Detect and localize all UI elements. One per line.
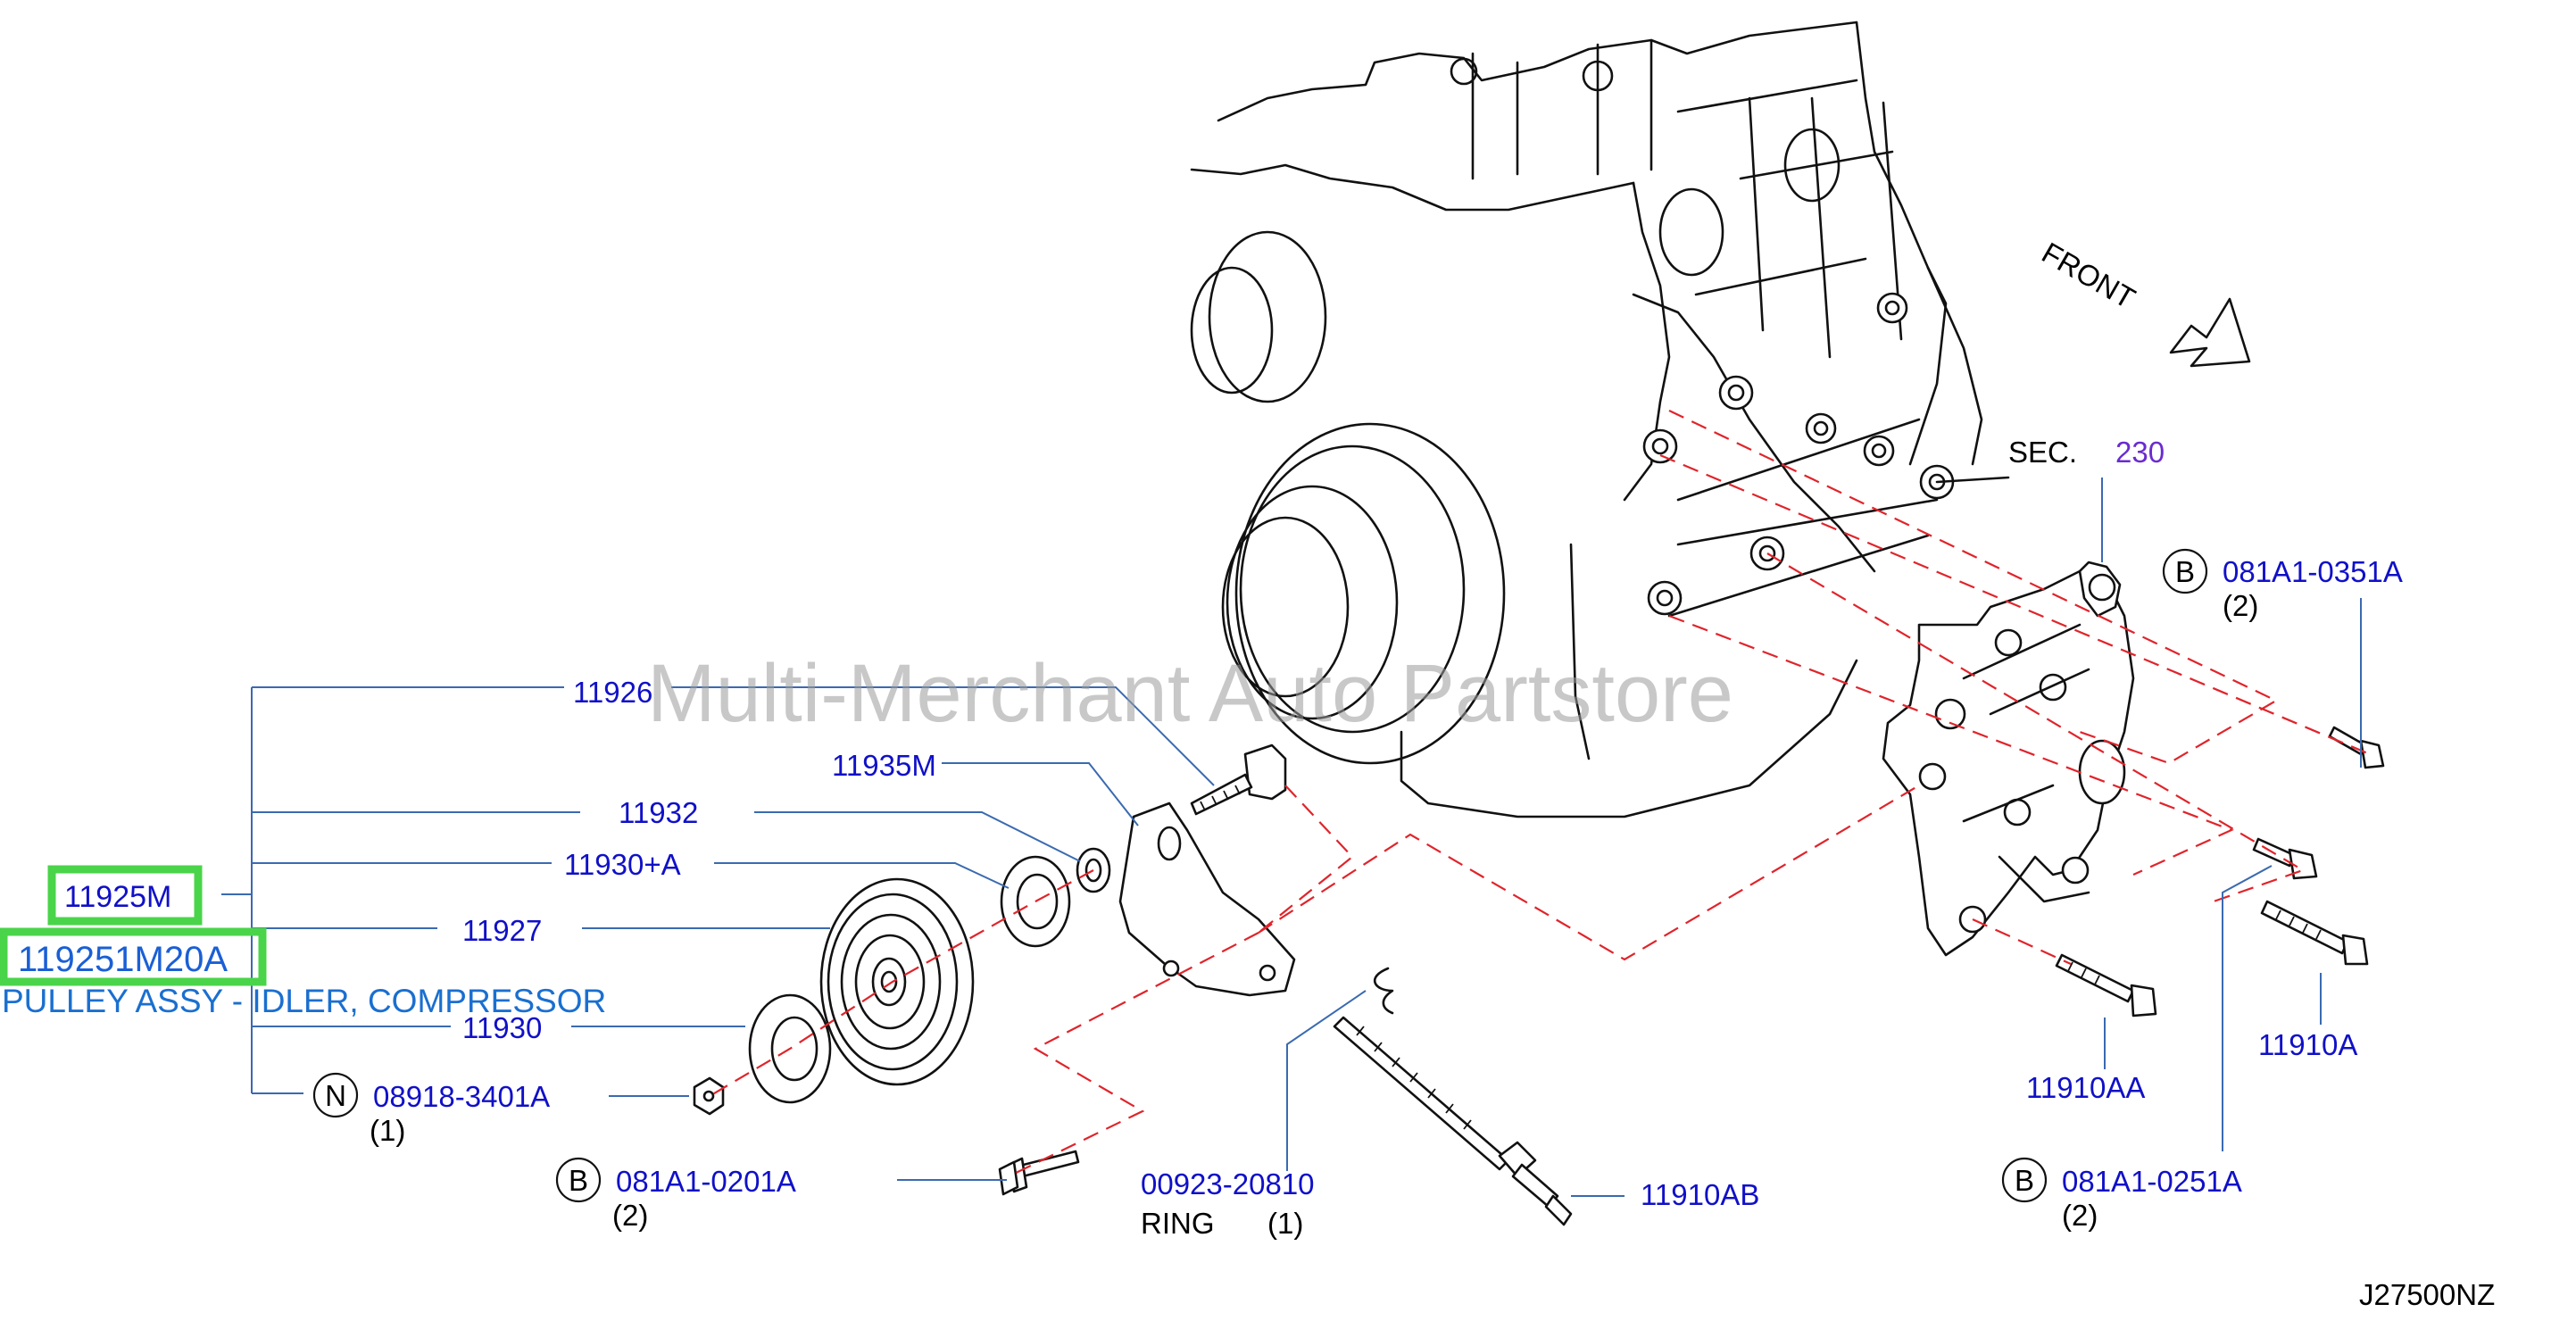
assembly-code[interactable]: 11925M [64, 880, 171, 914]
section-prefix: SEC. [2008, 436, 2077, 469]
diagram-id: J27500NZ [2359, 1278, 2495, 1311]
callout-11932[interactable]: 11932 [619, 796, 698, 829]
qty-081a1-0251a: (2) [2062, 1199, 2098, 1232]
idler-pulley-11927-drawing [819, 877, 975, 1086]
callout-11930a[interactable]: 11930+A [564, 848, 681, 881]
qty-ring: (1) [1267, 1207, 1303, 1240]
ring-00923-drawing [1373, 967, 1394, 1015]
section-number-link[interactable]: 230 [2115, 436, 2165, 469]
part-description: PULLEY ASSY - IDLER, COMPRESSOR [2, 983, 606, 1019]
part-number-highlight-box [0, 927, 267, 986]
callout-11935m[interactable]: 11935M [832, 749, 936, 782]
callout-081a1-0351a[interactable]: 081A1-0351A [2223, 555, 2403, 588]
callout-08918-3401a[interactable]: 08918-3401A [373, 1080, 550, 1113]
watermark: Multi-Merchant Auto Partstore [647, 648, 1733, 739]
qty-08918-3401a: (1) [370, 1114, 405, 1147]
callout-11930[interactable]: 11930 [462, 1011, 542, 1044]
callout-11910a[interactable]: 11910A [2258, 1028, 2357, 1061]
badge-n-letter: N [325, 1079, 346, 1112]
callout-11926[interactable]: 11926 [573, 676, 652, 709]
compressor-bracket-drawing [1882, 561, 2135, 957]
callout-11910aa[interactable]: 11910AA [2026, 1071, 2145, 1104]
assembly-highlight-box [47, 865, 203, 926]
front-arrow [2169, 297, 2251, 368]
qty-081a1-0201a: (2) [612, 1199, 648, 1232]
front-label: FRONT [2037, 236, 2141, 315]
bolt-081a1-0201a-drawing [998, 1150, 1080, 1196]
ring-name: RING [1141, 1207, 1215, 1240]
bolt-11910aa-drawing [2055, 953, 2157, 1018]
bolt-11910ab-drawing [1333, 1016, 1573, 1226]
callout-081a1-0201a[interactable]: 081A1-0201A [616, 1165, 796, 1198]
badge-b-0351: B [2162, 548, 2208, 594]
stud-11926-drawing [1190, 743, 1287, 816]
badge-n: N [312, 1072, 359, 1118]
callout-081a1-0251a[interactable]: 081A1-0251A [2062, 1165, 2242, 1198]
badge-b-0251: B [2001, 1157, 2048, 1203]
leader-tree [221, 478, 2362, 1197]
badge-b-0351-letter: B [2175, 555, 2195, 588]
badge-b-0201-letter: B [569, 1164, 588, 1197]
nut-08918-drawing [693, 1076, 725, 1116]
callout-11927[interactable]: 11927 [462, 914, 542, 947]
badge-b-0201: B [555, 1157, 602, 1203]
alignment-lines [709, 410, 2371, 1177]
idler-bracket-drawing [1118, 802, 1296, 997]
callout-11910ab[interactable]: 11910AB [1641, 1178, 1759, 1211]
bolt-11910a-drawing [2260, 900, 2369, 966]
badge-b-0251-letter: B [2015, 1164, 2034, 1197]
highlighted-part-number[interactable]: 119251M20A [18, 940, 228, 979]
callout-00923-20810[interactable]: 00923-20810 [1141, 1167, 1315, 1200]
engine-block-drawing [1190, 21, 2010, 818]
qty-081a1-0351a: (2) [2223, 589, 2258, 622]
